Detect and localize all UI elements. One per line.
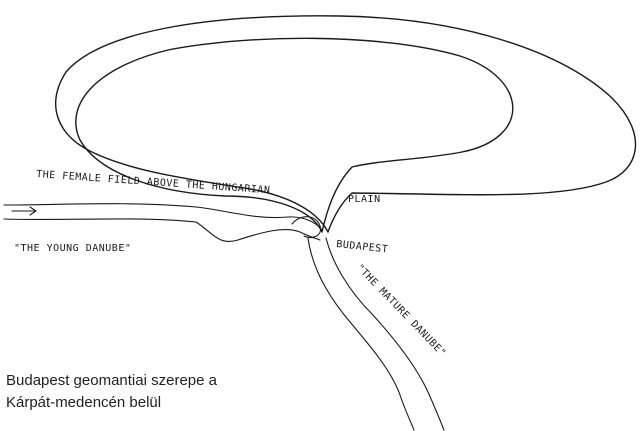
- caption-line-2: Kárpát-medencén belül: [6, 394, 162, 411]
- label-mature-danube: "THE MATURE DANUBE": [354, 262, 448, 359]
- label-plain: PLAIN: [348, 194, 381, 205]
- flow-arrow-icon: [11, 206, 37, 216]
- label-female-field: THE FEMALE FIELD ABOVE THE HUNGARIAN: [36, 169, 271, 196]
- label-budapest: BUDAPEST: [336, 239, 389, 255]
- budapest-knot: [291, 216, 322, 239]
- mature-danube-right-bank: [325, 237, 445, 431]
- inner-field-loop: [75, 37, 514, 233]
- outer-field-loop: [55, 15, 637, 233]
- young-danube-upper-bank: [3, 203, 323, 231]
- young-danube-lower-bank: [3, 218, 321, 242]
- label-young-danube: "THE YOUNG DANUBE": [14, 243, 131, 254]
- mature-danube-left-bank: [307, 237, 415, 431]
- caption: Budapest geomantiai szerepe a Kárpát-med…: [6, 370, 217, 414]
- caption-line-1: Budapest geomantiai szerepe a: [6, 372, 217, 389]
